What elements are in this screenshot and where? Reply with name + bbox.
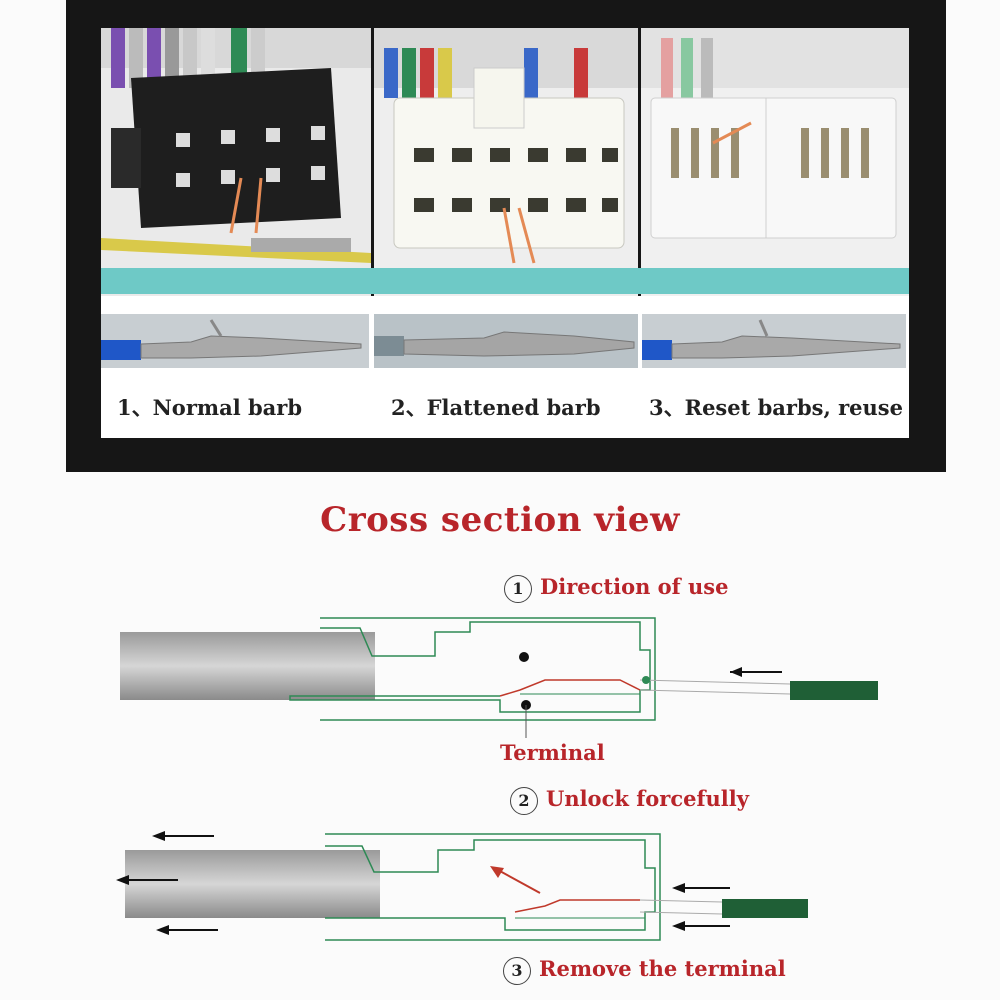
photo-black-connector bbox=[101, 28, 371, 296]
barb-caption-area: 1、Normal barb 2、Flattened barb 3、Reset b… bbox=[101, 296, 909, 438]
caption-reset-barbs: 3、Reset barbs, reuse bbox=[649, 395, 903, 420]
page-title: Cross section view bbox=[320, 500, 680, 540]
step-number-3: 3 bbox=[503, 956, 531, 985]
step-label-1: 1 Direction of use bbox=[504, 574, 728, 603]
step-number-1: 1 bbox=[504, 574, 532, 603]
caption-flattened-barb: 2、Flattened barb bbox=[391, 395, 601, 420]
photo-small-connector bbox=[641, 28, 909, 296]
barb-photo-flattened bbox=[374, 314, 638, 368]
teal-strip bbox=[101, 268, 909, 294]
photo-white-connector bbox=[374, 28, 638, 296]
barb-photo-reset bbox=[642, 314, 906, 368]
caption-normal-barb: 1、Normal barb bbox=[117, 395, 303, 420]
diagram-direction-of-use bbox=[120, 617, 878, 738]
step-number-2: 2 bbox=[510, 786, 538, 815]
step-text-2: Unlock forcefully bbox=[546, 786, 749, 811]
terminal-label: Terminal bbox=[500, 740, 605, 765]
barb-photo-normal bbox=[101, 314, 369, 368]
diagram-unlock-forcefully bbox=[116, 831, 808, 941]
plug-body-2 bbox=[125, 850, 380, 918]
step-label-3: 3 Remove the terminal bbox=[503, 956, 786, 985]
step-text-1: Direction of use bbox=[540, 574, 729, 599]
step-text-3: Remove the terminal bbox=[539, 956, 786, 981]
step-label-2: 2 Unlock forcefully bbox=[510, 786, 749, 815]
plug-body-1 bbox=[120, 632, 375, 700]
